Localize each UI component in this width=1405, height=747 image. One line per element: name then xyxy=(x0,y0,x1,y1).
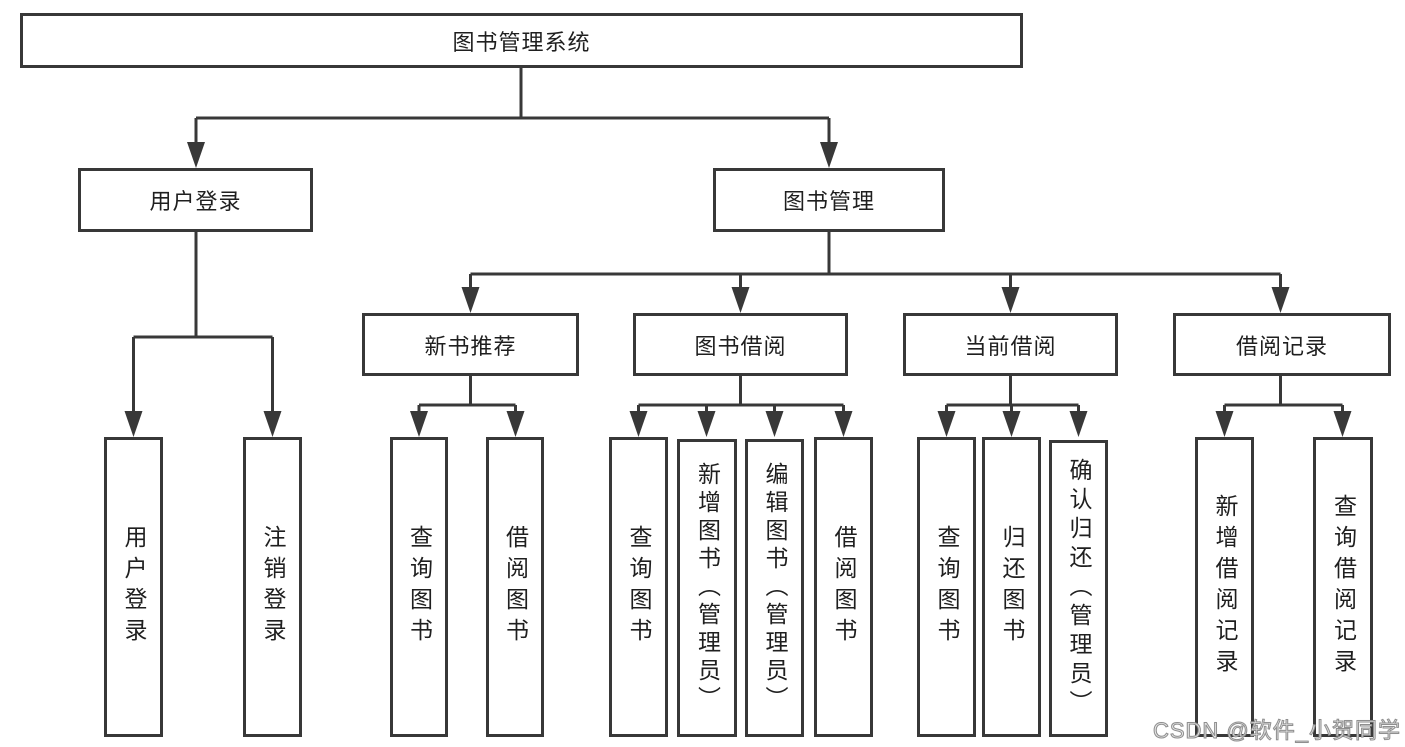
node-new-book-recommend: 新书推荐 xyxy=(362,313,579,376)
leaf-edit-books-admin: 编辑图书（管理员） xyxy=(745,439,804,737)
node-borrowing-records: 借阅记录 xyxy=(1173,313,1391,376)
leaf-borrow-books-2: 借阅图书 xyxy=(814,437,873,737)
leaf-user-login: 用户登录 xyxy=(104,437,163,737)
node-label: 图书管理系统 xyxy=(452,29,591,55)
leaf-query-books-3: 查询图书 xyxy=(917,437,976,737)
node-label: 用户登录 xyxy=(121,525,147,649)
leaf-query-borrow-record: 查询借阅记录 xyxy=(1313,437,1373,737)
node-label: 借阅图书 xyxy=(831,525,857,649)
node-label: 用户登录 xyxy=(149,189,242,214)
node-label: 查询图书 xyxy=(626,525,652,649)
node-book-management: 图书管理 xyxy=(713,168,945,232)
csdn-watermark: CSDN @软件_小贺同学 xyxy=(1152,718,1401,744)
node-label: 新书推荐 xyxy=(424,333,517,359)
node-label: 借阅图书 xyxy=(502,525,529,649)
node-label: 新增图书（管理员） xyxy=(694,462,721,714)
leaf-logout: 注销登录 xyxy=(243,437,302,737)
node-label: 借阅记录 xyxy=(1235,333,1328,359)
leaf-add-books-admin: 新增图书（管理员） xyxy=(677,439,737,737)
node-label: 图书借阅 xyxy=(694,333,787,359)
node-label: 注销登录 xyxy=(260,525,286,649)
node-label: 新增借阅记录 xyxy=(1212,494,1238,680)
leaf-add-borrow-record: 新增借阅记录 xyxy=(1195,437,1254,737)
node-label: 查询借阅记录 xyxy=(1330,494,1357,680)
leaf-query-books-2: 查询图书 xyxy=(609,437,668,737)
node-user-login-group: 用户登录 xyxy=(78,168,313,232)
node-library-management-system: 图书管理系统 xyxy=(20,13,1023,68)
node-label: 确认归还（管理员） xyxy=(1066,458,1092,719)
node-current-borrowing: 当前借阅 xyxy=(903,313,1118,376)
node-label: 查询图书 xyxy=(406,525,433,649)
node-label: 查询图书 xyxy=(934,525,960,649)
node-label: 编辑图书（管理员） xyxy=(762,462,788,714)
leaf-query-books-1: 查询图书 xyxy=(390,437,448,737)
node-book-borrowing: 图书借阅 xyxy=(633,313,848,376)
node-label: 图书管理 xyxy=(782,189,875,214)
node-label: 归还图书 xyxy=(999,525,1025,649)
leaf-borrow-books-1: 借阅图书 xyxy=(486,437,544,737)
leaf-return-books: 归还图书 xyxy=(982,437,1041,737)
node-label: 当前借阅 xyxy=(964,333,1057,359)
leaf-confirm-return-admin: 确认归还（管理员） xyxy=(1049,440,1108,737)
